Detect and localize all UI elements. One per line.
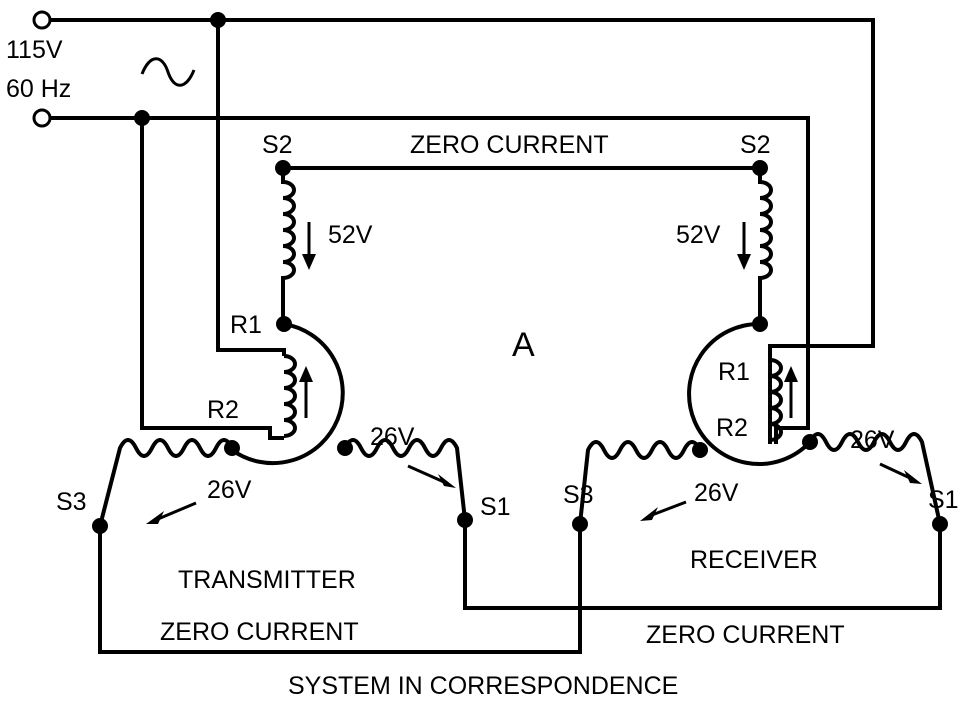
- source-frequency-label: 60 Hz: [6, 75, 71, 103]
- receiver-s2-winding: [758, 168, 773, 324]
- transmitter-r1-terminal: [276, 316, 292, 332]
- s3-connection-wire: [98, 524, 582, 654]
- receiver-stator-node: [692, 442, 708, 458]
- transmitter-s1-winding: [343, 438, 467, 521]
- ac-source: 115V 60 Hz: [6, 10, 875, 444]
- transmitter-s2-voltage: 52V: [328, 221, 373, 249]
- receiver-s3-label: S3: [563, 481, 594, 509]
- sine-wave-icon: [140, 57, 196, 87]
- up-arrow-icon: [299, 366, 313, 418]
- transmitter-s1-label: S1: [480, 493, 511, 521]
- transmitter-r1-label: R1: [230, 311, 262, 339]
- transmitter-s3-label: S3: [56, 488, 87, 516]
- receiver-label: RECEIVER: [690, 546, 818, 574]
- receiver-s3-winding: [578, 440, 702, 525]
- receiver-s1-winding: [808, 432, 942, 525]
- top-zero-current-label: ZERO CURRENT: [410, 131, 609, 159]
- center-marker-label: A: [512, 326, 535, 364]
- transmitter-s2-terminal: [275, 160, 291, 176]
- transmitter: S2 R1 R2 S1 S3 52V 26V 26V TRANSMITTER: [56, 131, 511, 594]
- right-down-arrow-icon: [879, 462, 922, 484]
- receiver: S2 R1 R2 S1 S3 52V 26V 26V RECEIVER: [563, 131, 959, 574]
- source-terminal-bottom[interactable]: [32, 108, 52, 128]
- receiver-r1-terminal: [752, 316, 768, 332]
- transmitter-s2-winding: [281, 168, 296, 324]
- transmitter-stator-circle: [230, 322, 345, 466]
- receiver-s1-voltage: 26V: [850, 426, 895, 454]
- receiver-s2-label: S2: [740, 131, 771, 159]
- source-wire-bottom: [50, 116, 810, 444]
- transmitter-stator-node: [224, 440, 240, 456]
- down-arrow-icon: [737, 222, 751, 270]
- source-terminal-top[interactable]: [32, 10, 52, 30]
- transmitter-label: TRANSMITTER: [178, 566, 356, 594]
- transmitter-s3-voltage: 26V: [207, 476, 252, 504]
- receiver-s2-terminal: [752, 160, 768, 176]
- receiver-r2-label: R2: [716, 414, 748, 442]
- left-down-arrow-icon: [640, 500, 687, 521]
- receiver-r1-label: R1: [718, 358, 750, 386]
- transmitter-s1-voltage: 26V: [370, 423, 415, 451]
- right-down-arrow-icon: [407, 464, 456, 488]
- receiver-stator-circle: [687, 321, 812, 466]
- transmitter-r2-label: R2: [207, 396, 239, 424]
- receiver-s2-voltage: 52V: [676, 221, 721, 249]
- receiver-stator-node: [802, 434, 818, 450]
- bottom-left-zero-current-label: ZERO CURRENT: [160, 618, 359, 646]
- caption: SYSTEM IN CORRESPONDENCE: [288, 672, 678, 700]
- receiver-rotor-winding: [768, 352, 783, 444]
- receiver-s1-label: S1: [928, 486, 959, 514]
- receiver-s3-voltage: 26V: [694, 479, 739, 507]
- junction-dot: [210, 12, 226, 28]
- transmitter-s2-label: S2: [262, 131, 293, 159]
- junction-dot: [134, 110, 150, 126]
- source-voltage-label: 115V: [6, 36, 63, 64]
- s1-connection-wire: [463, 520, 942, 610]
- transmitter-stator-node: [337, 440, 353, 456]
- up-arrow-icon: [784, 366, 798, 418]
- tx-r2-feed: [140, 118, 284, 440]
- tx-r1-feed: [216, 20, 286, 356]
- transmitter-rotor-winding: [283, 354, 297, 438]
- transmitter-s3-winding: [98, 438, 234, 527]
- left-down-arrow-icon: [146, 501, 197, 524]
- down-arrow-icon: [302, 222, 316, 270]
- bottom-right-zero-current-label: ZERO CURRENT: [646, 621, 845, 649]
